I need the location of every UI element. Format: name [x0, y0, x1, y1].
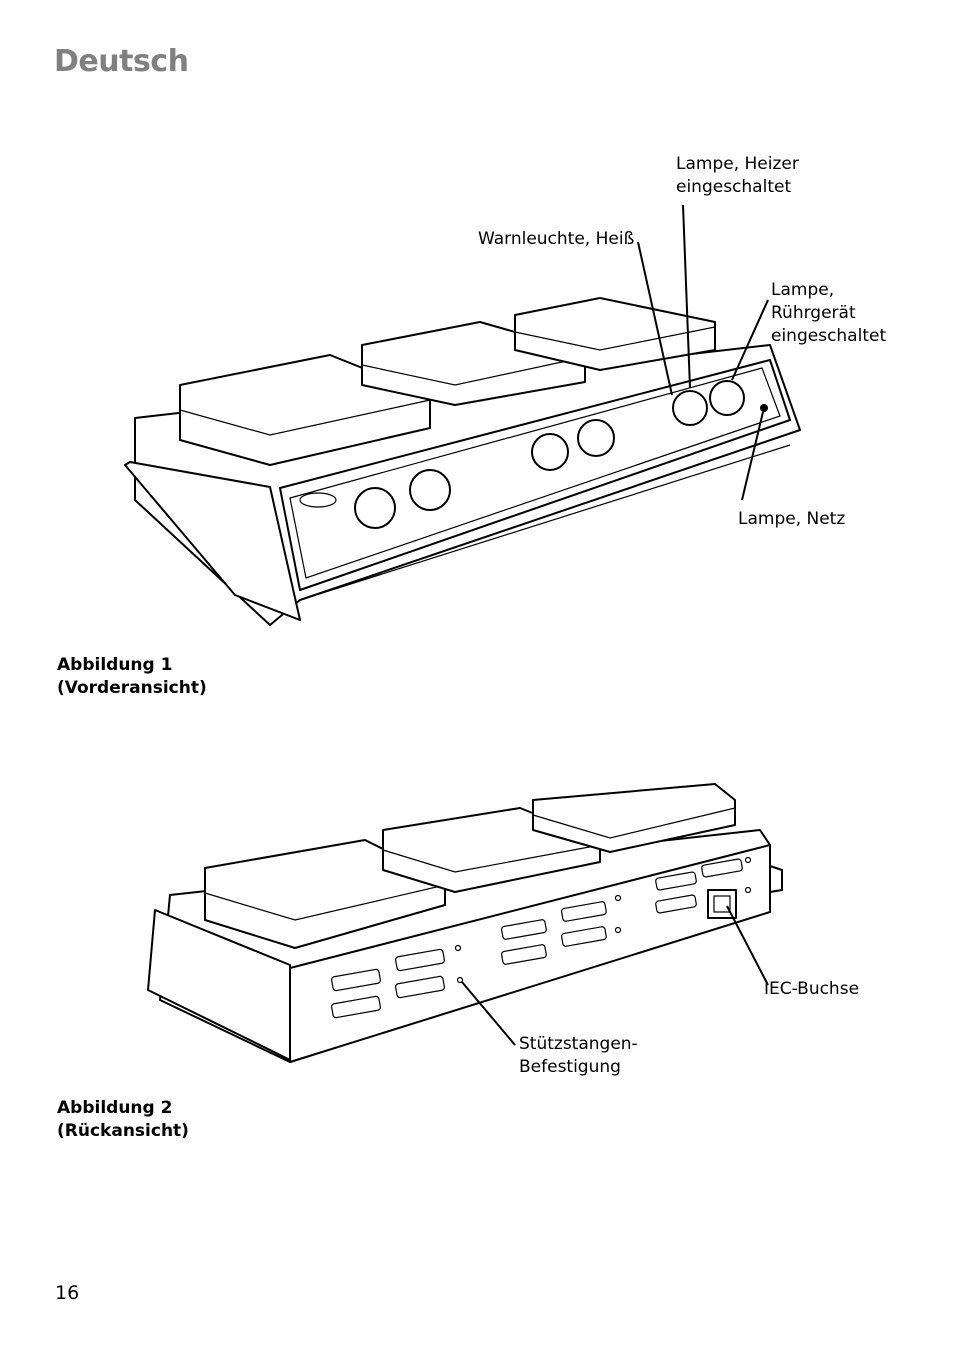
page-number: 16 — [55, 1282, 80, 1304]
front-view-illustration — [124, 204, 801, 626]
callout-heater-lamp: Lampe, Heizer eingeschaltet — [676, 154, 799, 197]
callout-stirrer-lamp: Lampe, Rührgerät eingeschaltet — [771, 280, 887, 346]
figure2-caption: Abbildung 2 (Rückansicht) — [57, 1098, 189, 1141]
callout-mains-lamp: Lampe, Netz — [738, 509, 846, 529]
rear-view-illustration — [147, 783, 783, 1063]
figure1-caption: Abbildung 1 (Vorderansicht) — [57, 655, 207, 698]
callout-iec-socket: IEC-Buchse — [764, 979, 860, 999]
callout-hot-warning: Warnleuchte, Heiß — [478, 229, 635, 249]
language-title: Deutsch — [54, 44, 189, 79]
callout-rod-mount: Stützstangen- Befestigung — [519, 1034, 638, 1077]
